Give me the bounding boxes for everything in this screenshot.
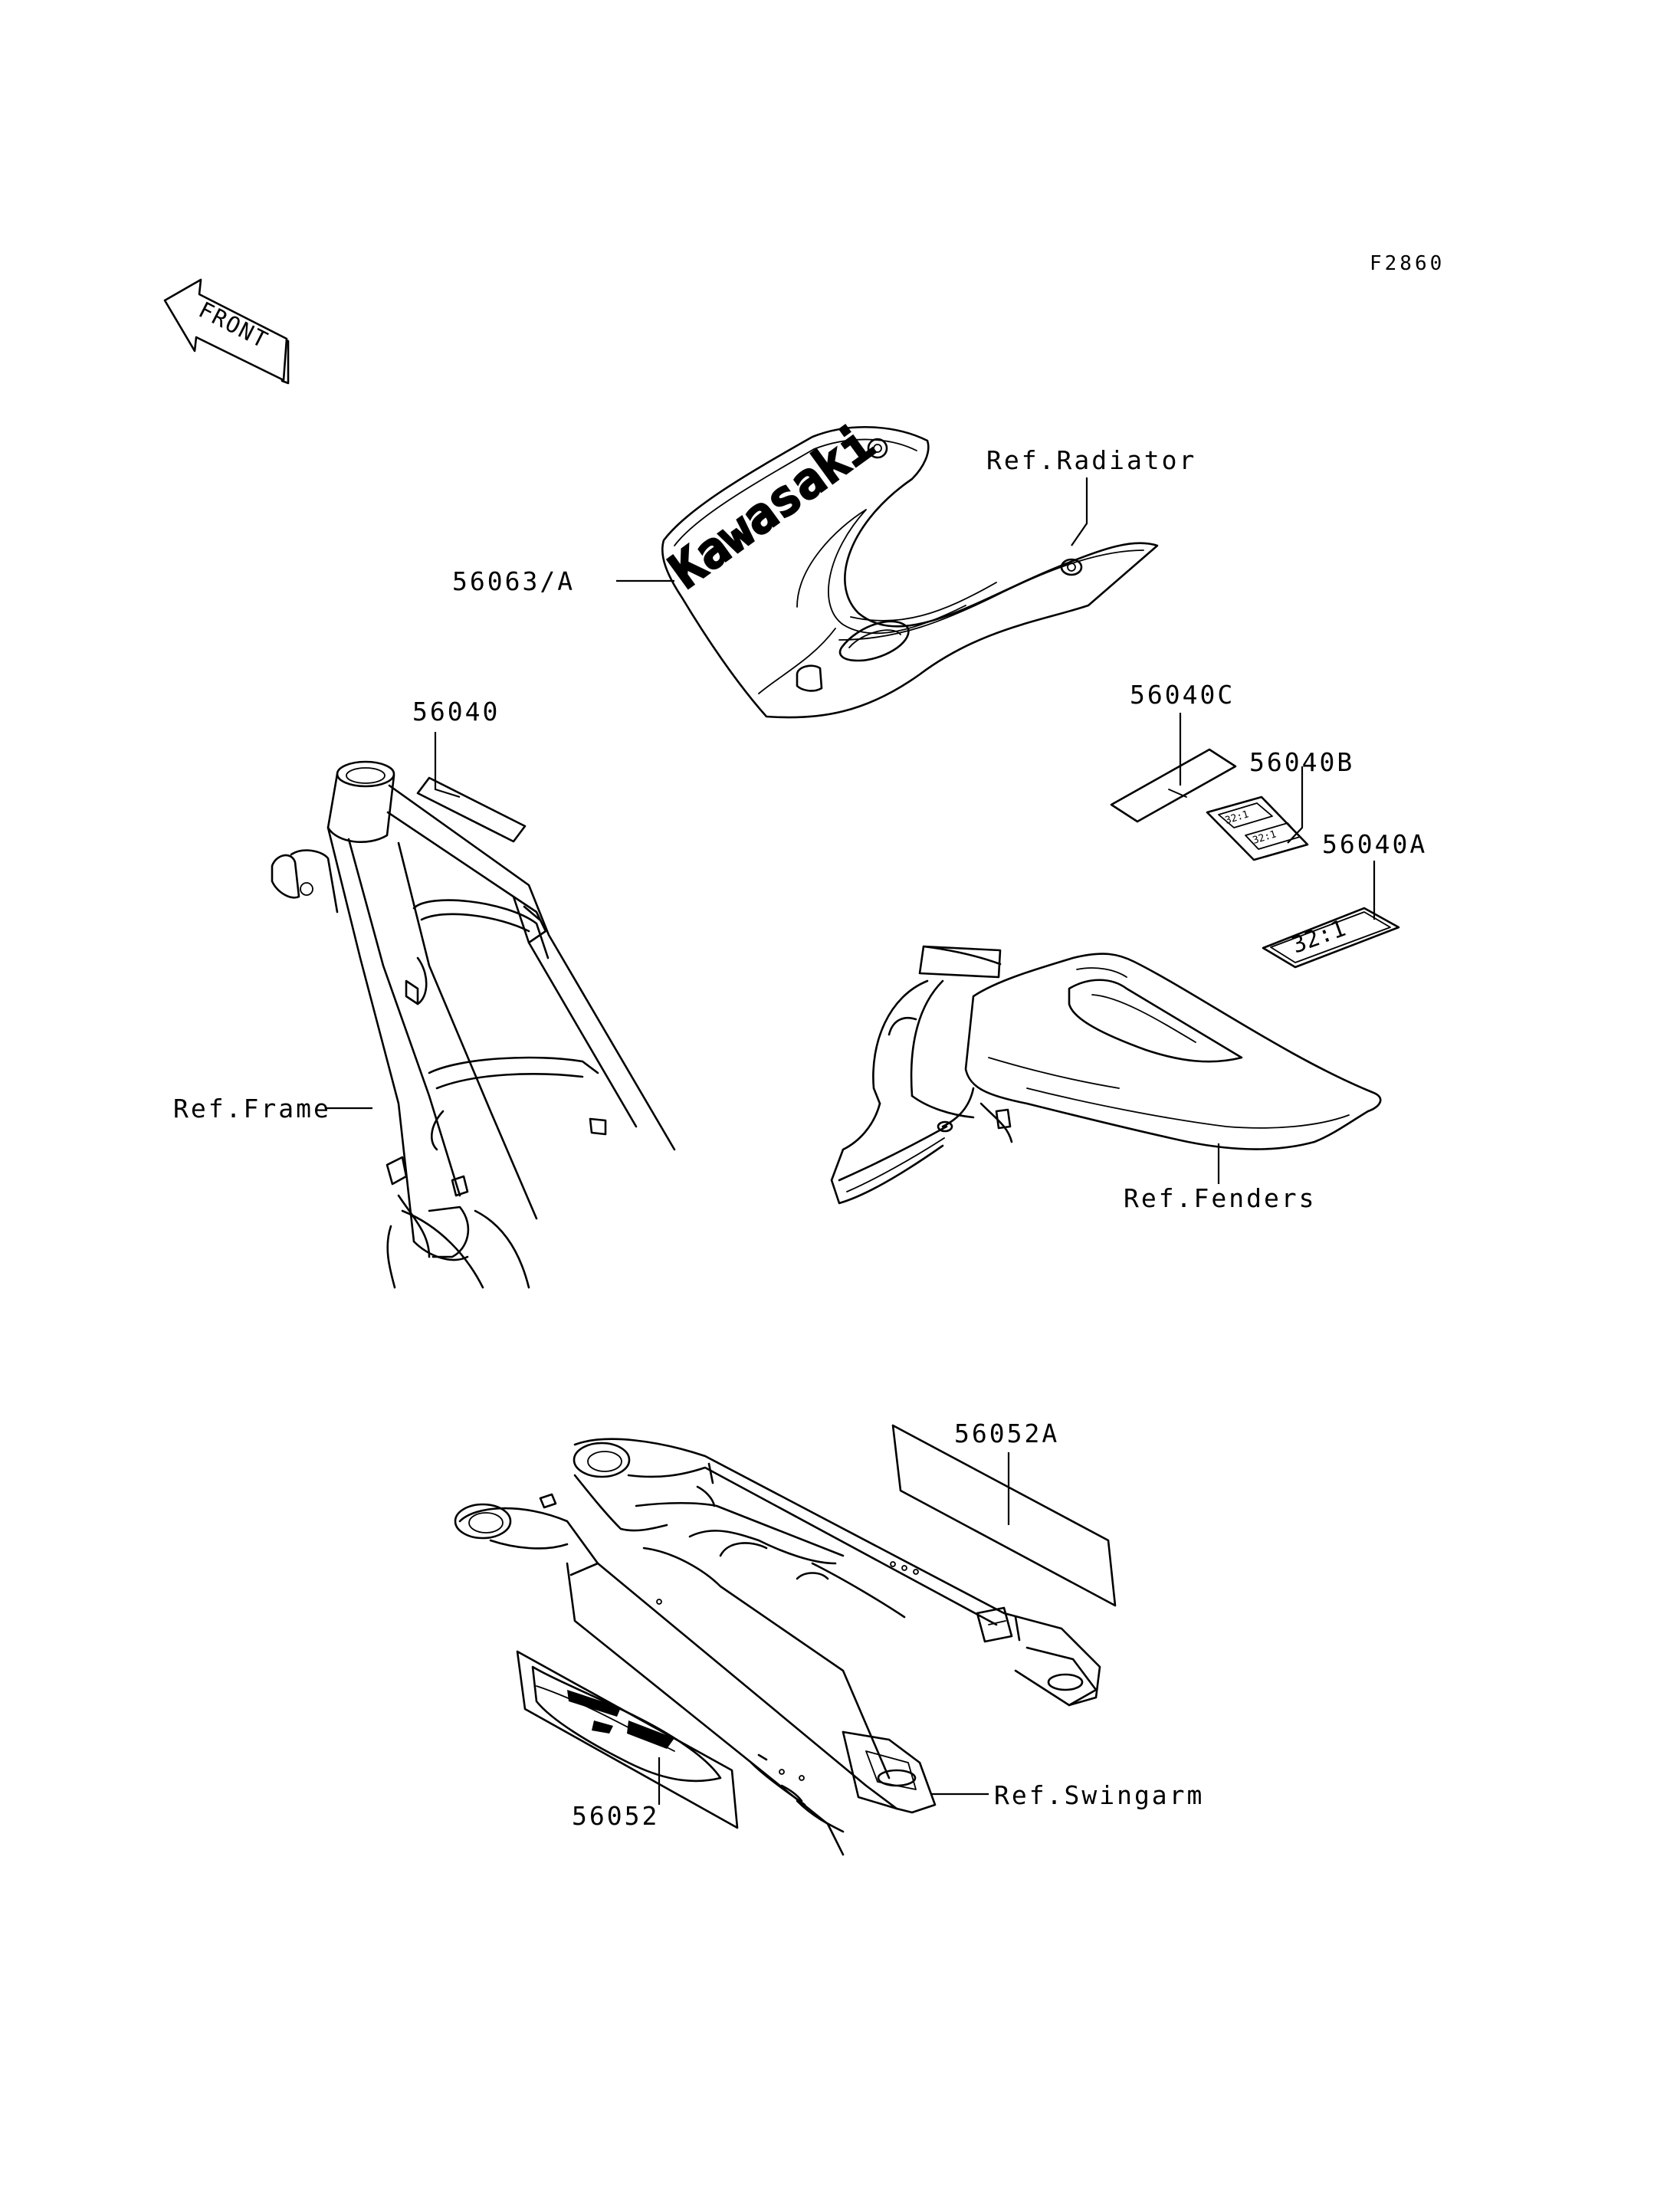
label-56052a: 56052A	[954, 1419, 1059, 1448]
frame-illustration	[271, 760, 676, 1289]
label-56040b: 56040B	[1249, 747, 1354, 777]
label-decal-56040c	[1110, 748, 1237, 823]
swingarm-decal-56052	[516, 1650, 739, 1829]
shroud-logo-text: Kawasaki	[660, 415, 884, 600]
leader-ref-radiator	[1071, 477, 1088, 546]
label-decal-56040a: 32:1	[1262, 907, 1400, 969]
front-arrow-icon: FRONT	[163, 278, 290, 385]
swingarm-decal-56052a	[891, 1424, 1117, 1607]
label-ref-swingarm: Ref.Swingarm	[994, 1780, 1204, 1810]
label-decal-56040b: 32:1 32:1	[1206, 795, 1309, 861]
figure-code: F2860	[1370, 252, 1445, 275]
label-ref-frame: Ref.Frame	[173, 1094, 331, 1123]
ratio-large-text: 32:1	[1288, 915, 1350, 959]
rear-fender-illustration	[830, 945, 1382, 1205]
label-ref-fenders: Ref.Fenders	[1124, 1183, 1317, 1213]
label-56063-a: 56063/A	[452, 566, 575, 596]
swingarm-illustration	[454, 1438, 1101, 1856]
label-56040: 56040	[412, 697, 500, 727]
leader-56040b	[1287, 766, 1304, 844]
leader-56040	[434, 732, 461, 799]
label-56040c: 56040C	[1130, 680, 1235, 710]
frame-decal-56040	[416, 776, 527, 843]
label-56052: 56052	[572, 1801, 659, 1831]
label-ref-radiator: Ref.Radiator	[986, 445, 1196, 475]
label-56040a: 56040A	[1322, 829, 1427, 859]
